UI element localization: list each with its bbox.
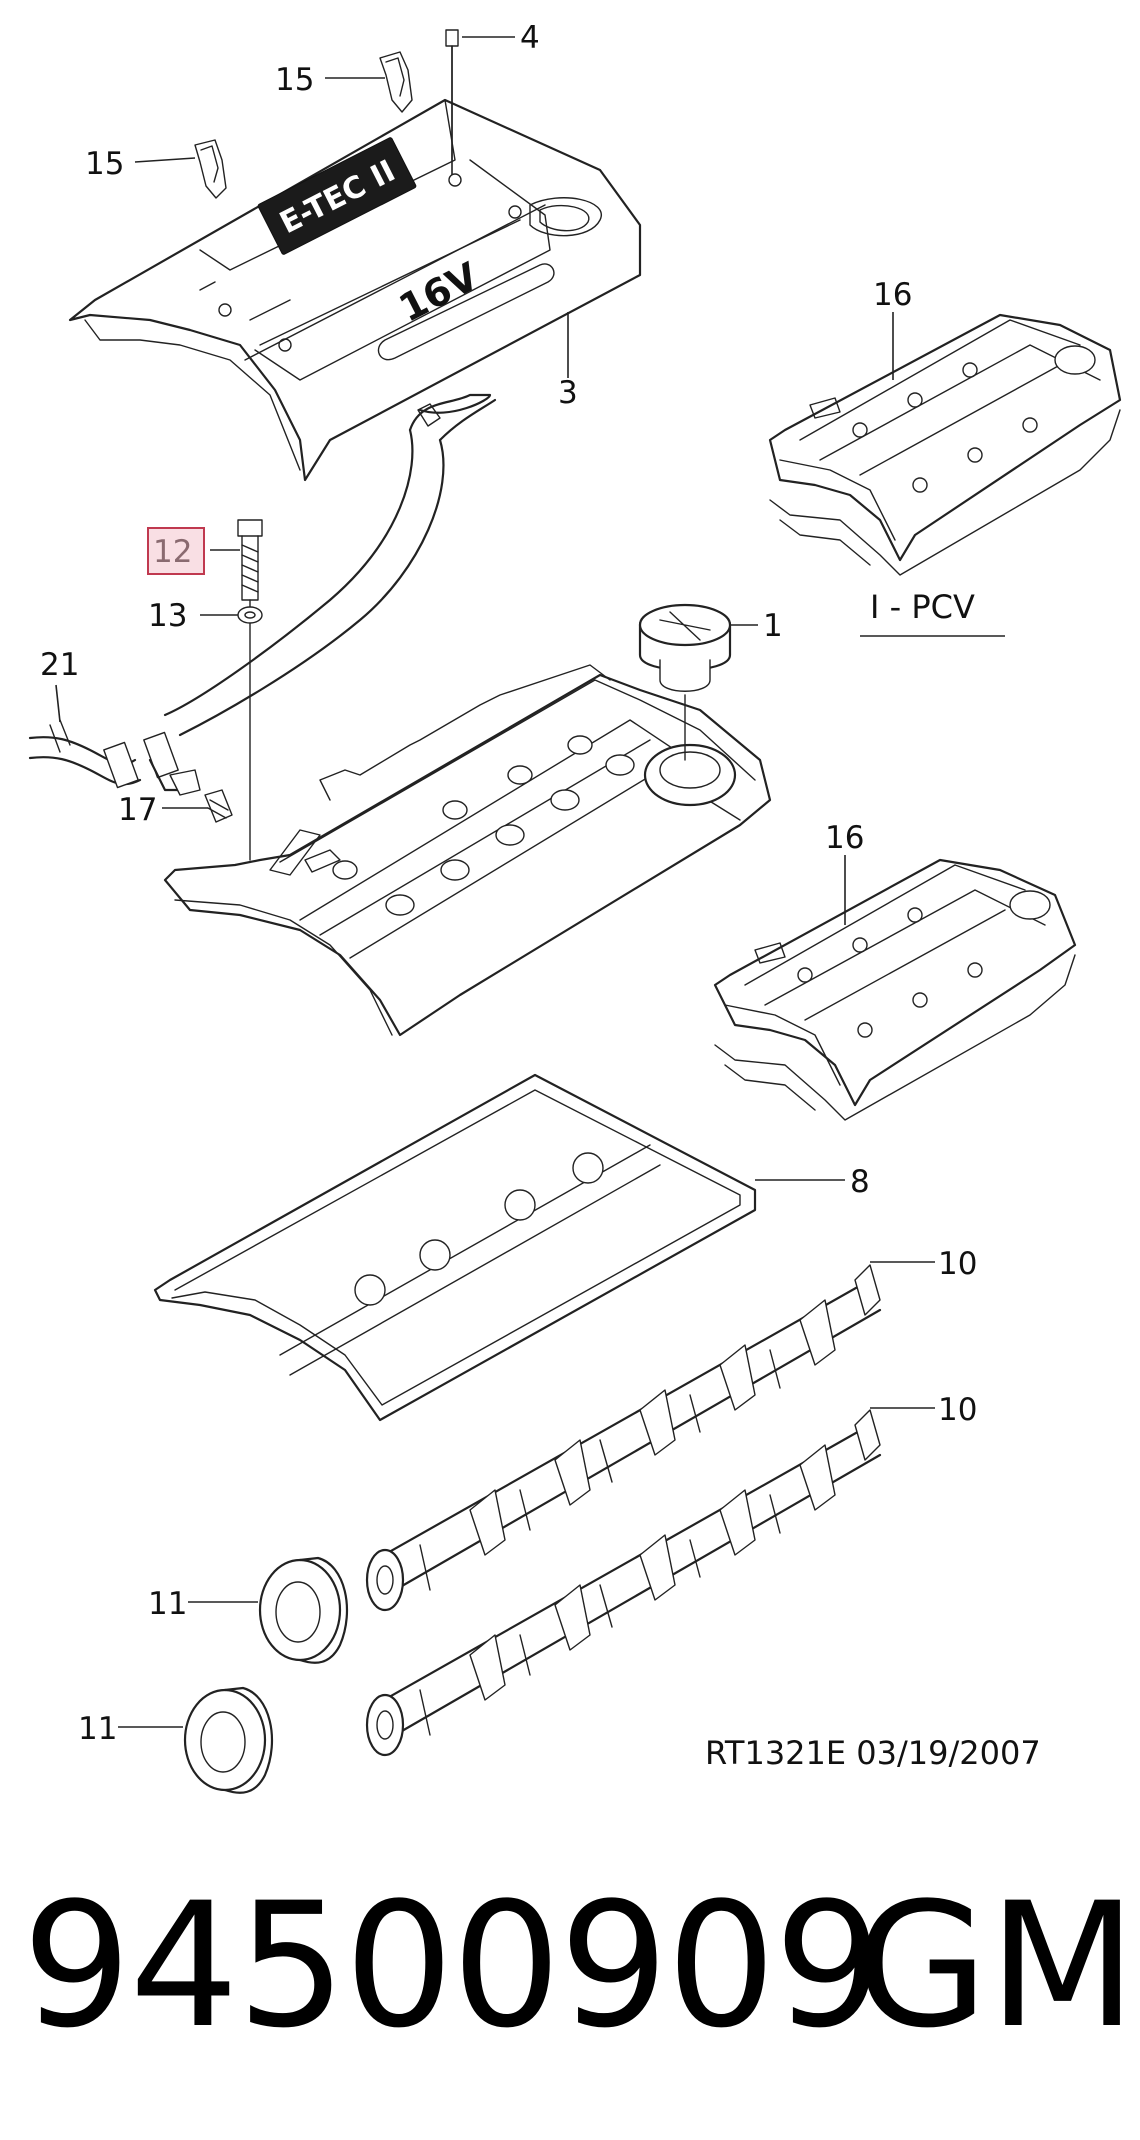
camshaft-10-lower [365, 1409, 882, 1757]
gasket-8 [153, 1073, 757, 1422]
callout-3[interactable]: 3 [558, 375, 578, 411]
callout-10-lower[interactable]: 10 [938, 1392, 977, 1428]
engine-cover: E-TEC II 16V [68, 98, 642, 482]
drawing-reference: RT1321E 03/19/2007 [705, 1734, 1041, 1772]
callout-10-upper[interactable]: 10 [938, 1246, 977, 1282]
part-number: 94500909 [22, 1865, 883, 2066]
pcv-label-group: I - PCV [860, 588, 1005, 637]
valve-cover-16-lower [713, 858, 1077, 1121]
seal-11-upper [258, 1556, 348, 1664]
callout-4[interactable]: 4 [520, 20, 540, 56]
clip-15-lower [194, 139, 227, 199]
bolt-12 [237, 519, 263, 861]
callout-15-upper[interactable]: 15 [275, 62, 314, 98]
callout-11-lower[interactable]: 11 [78, 1711, 117, 1747]
callout-17[interactable]: 17 [118, 792, 157, 828]
callout-16-lower[interactable]: 16 [825, 820, 864, 856]
brand-name: GM [855, 1865, 1137, 2066]
callout-11-upper[interactable]: 11 [148, 1586, 187, 1622]
callout-12[interactable]: 12 [153, 534, 192, 570]
pcv-hose [28, 393, 497, 796]
highlight-box-12 [147, 527, 205, 575]
callout-13[interactable]: 13 [148, 598, 187, 634]
callout-8[interactable]: 8 [850, 1164, 870, 1200]
seal-11-lower [183, 1686, 273, 1794]
leader-lines [55, 36, 935, 1728]
washer-13 [237, 606, 263, 624]
bolt-4 [445, 29, 459, 175]
camshaft-10-upper [365, 1264, 882, 1612]
callout-labels: 4 15 15 3 16 12 13 1 21 17 16 8 10 10 11… [40, 20, 977, 1747]
callout-1[interactable]: 1 [763, 608, 783, 644]
cover-16v-text: 16V [392, 254, 486, 331]
valve-cover-16-upper [768, 313, 1122, 576]
callout-15-lower[interactable]: 15 [85, 146, 124, 182]
oil-cap-1 [638, 603, 732, 761]
callout-21[interactable]: 21 [40, 647, 79, 683]
fitting-17 [204, 789, 233, 823]
valve-cover-main [163, 664, 772, 1037]
callout-16-upper[interactable]: 16 [873, 277, 912, 313]
pcv-label: I - PCV [870, 588, 975, 626]
clip-15-upper [379, 51, 413, 113]
